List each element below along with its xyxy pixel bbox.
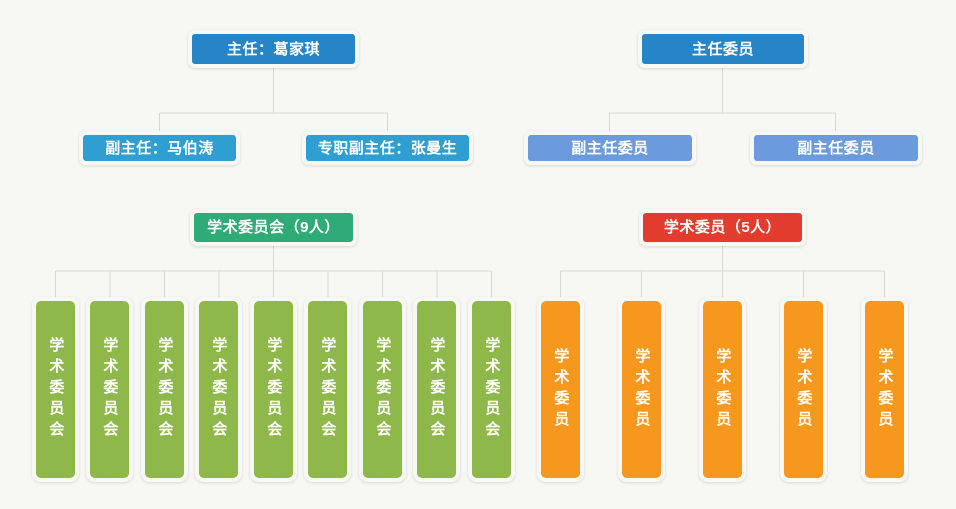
right-group-node[interactable]: 学术委员（5人）	[639, 209, 806, 246]
left-member-label-9: 学术委员会	[483, 337, 501, 442]
left-child-node-2[interactable]: 专职副主任：张曼生	[302, 131, 473, 165]
left-member-node-7[interactable]: 学术委员会	[359, 297, 406, 482]
right-member-node-5[interactable]: 学术委员	[861, 297, 908, 482]
left-member-node-6[interactable]: 学术委员会	[304, 297, 351, 482]
right-root-node[interactable]: 主任委员	[638, 30, 808, 68]
left-member-label-7: 学术委员会	[374, 337, 392, 442]
right-member-node-3[interactable]: 学术委员	[699, 297, 746, 482]
left-root-label: 主任：葛家琪	[226, 40, 320, 58]
left-group-node[interactable]: 学术委员会（9人）	[190, 209, 357, 246]
right-member-label-3: 学术委员	[714, 347, 732, 432]
left-member-label-2: 学术委员会	[101, 337, 119, 442]
left-member-node-3[interactable]: 学术委员会	[141, 297, 188, 482]
left-member-label-5: 学术委员会	[265, 337, 283, 442]
left-group-label: 学术委员会（9人）	[207, 219, 340, 236]
left-member-node-8[interactable]: 学术委员会	[413, 297, 460, 482]
right-member-label-4: 学术委员	[795, 347, 813, 432]
left-member-label-4: 学术委员会	[210, 337, 228, 442]
left-member-node-4[interactable]: 学术委员会	[195, 297, 242, 482]
right-child-node-2[interactable]: 副主任委员	[750, 131, 922, 165]
left-child-label-1: 副主任：马伯涛	[105, 139, 214, 157]
right-child-node-1[interactable]: 副主任委员	[524, 131, 696, 165]
left-member-label-6: 学术委员会	[319, 337, 337, 442]
right-child-label-2: 副主任委员	[797, 139, 875, 157]
left-member-node-5[interactable]: 学术委员会	[250, 297, 297, 482]
right-member-node-2[interactable]: 学术委员	[618, 297, 665, 482]
left-member-label-8: 学术委员会	[428, 337, 446, 442]
left-root-node[interactable]: 主任：葛家琪	[188, 30, 359, 68]
right-member-node-4[interactable]: 学术委员	[780, 297, 827, 482]
left-member-node-9[interactable]: 学术委员会	[468, 297, 515, 482]
left-member-label-3: 学术委员会	[156, 337, 174, 442]
right-child-label-1: 副主任委员	[571, 139, 649, 157]
left-member-node-2[interactable]: 学术委员会	[86, 297, 133, 482]
left-child-node-1[interactable]: 副主任：马伯涛	[79, 131, 240, 165]
right-member-node-1[interactable]: 学术委员	[537, 297, 584, 482]
right-member-label-5: 学术委员	[876, 347, 894, 432]
right-group-label: 学术委员（5人）	[663, 219, 782, 236]
right-root-label: 主任委员	[691, 40, 754, 58]
left-child-label-2: 专职副主任：张曼生	[317, 139, 458, 157]
right-member-label-2: 学术委员	[633, 347, 651, 432]
left-member-node-1[interactable]: 学术委员会	[32, 297, 79, 482]
left-member-label-1: 学术委员会	[47, 337, 65, 442]
right-member-label-1: 学术委员	[552, 347, 570, 432]
